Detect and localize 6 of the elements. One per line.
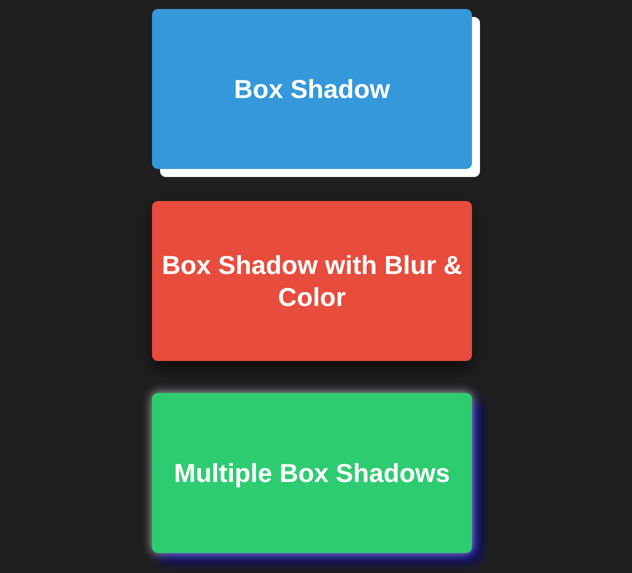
shadow-card (152, 393, 472, 553)
card-title: Box Shadow with Blur & Color (160, 249, 464, 313)
shadow-card (152, 201, 472, 361)
card-title: Multiple Box Shadows (174, 457, 450, 489)
card-title: Box Shadow (234, 73, 390, 105)
shadow-card (152, 9, 472, 169)
